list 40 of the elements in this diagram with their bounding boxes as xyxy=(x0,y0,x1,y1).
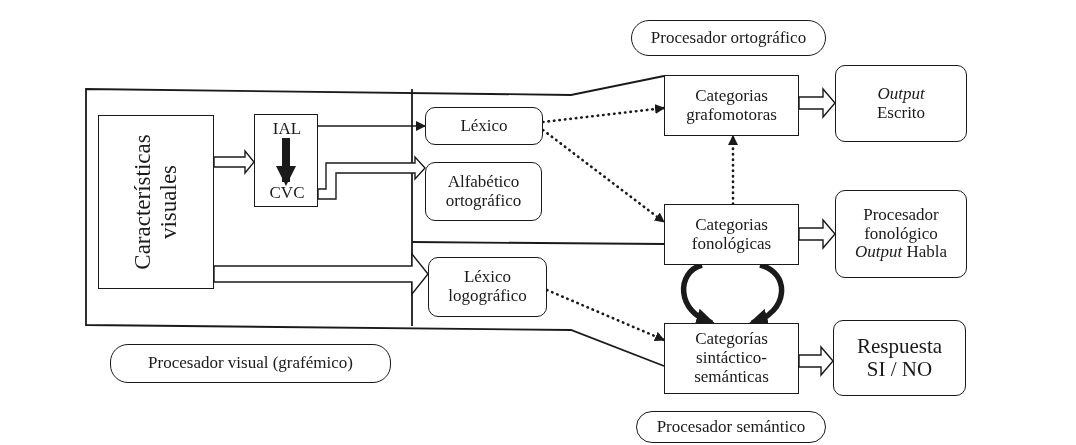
node-text: Categorias grafomotoras xyxy=(685,86,778,125)
block-arrow xyxy=(798,87,836,119)
dotted-arrow xyxy=(541,104,666,124)
label-pill xyxy=(636,411,826,443)
rounded-box xyxy=(428,257,547,317)
rounded-box xyxy=(425,162,542,221)
dotted-arrow xyxy=(541,128,666,224)
node-text: Categorías sintáctico- semánticas xyxy=(693,330,770,387)
block-arrow xyxy=(213,149,255,175)
node-text: Output Escrito xyxy=(875,84,927,123)
process-box xyxy=(98,115,214,289)
arrow xyxy=(317,121,426,131)
rounded-box xyxy=(425,107,543,145)
box-label: CVC xyxy=(263,183,311,203)
node-text: Procesador ortográfico xyxy=(650,28,807,48)
label-pill xyxy=(110,344,391,383)
block-arrow xyxy=(798,218,836,250)
node-text: Categorias fonológicas xyxy=(690,215,773,254)
process-box xyxy=(664,323,799,394)
block-arrow xyxy=(317,155,426,200)
box-label: IAL xyxy=(265,119,309,139)
node-text: Procesador fonológico Output Habla xyxy=(853,205,949,263)
rounded-box xyxy=(835,65,967,142)
rounded-box xyxy=(835,190,967,278)
node-text: Léxico logográfico xyxy=(447,268,528,306)
rounded-box xyxy=(833,320,966,396)
box-frame xyxy=(254,114,318,207)
vertical-label: Características visuales xyxy=(129,133,182,272)
node-text: Respuesta SI / NO xyxy=(855,334,944,382)
node-text: Procesador visual (grafémico) xyxy=(148,354,353,373)
node-text: Léxico xyxy=(460,116,508,136)
process-box xyxy=(664,204,799,265)
node-text: Procesador semántico xyxy=(656,417,806,437)
node-text: Alfabético ortográfico xyxy=(444,172,523,211)
label-pill xyxy=(631,20,826,56)
process-box xyxy=(664,75,799,136)
block-arrow xyxy=(213,252,429,296)
dotted-arrow xyxy=(728,134,738,206)
dotted-arrow xyxy=(545,288,666,342)
block-arrow xyxy=(798,345,834,377)
